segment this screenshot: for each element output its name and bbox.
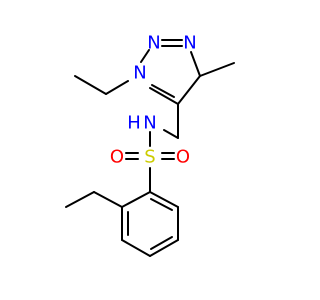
bond-c3-c4: [121, 239, 151, 257]
bond-c6-c1: [149, 191, 179, 208]
bond-ch2-nh: [163, 129, 179, 139]
bond-c4-c5: [177, 75, 201, 105]
bonds: [65, 39, 235, 257]
bond-n3-c4: [190, 51, 201, 77]
bond-c4-c5ar: [149, 239, 179, 257]
bond-ethyl-ch2-ch3: [74, 75, 107, 95]
atom-labels: N N N N H S O O: [110, 33, 197, 168]
bond-c4-c5ar-inner: [150, 236, 173, 250]
bond-c6-c1-inner: [150, 198, 173, 211]
molecule-structure: N N N N H S O O: [65, 33, 235, 257]
atom-h: H: [127, 113, 141, 134]
bond-c2-ethyl-ch2: [93, 191, 123, 208]
bond-c4-methyl: [199, 62, 235, 77]
molecule-canvas: N N N N H S O O: [65, 33, 235, 257]
atom-nh: N: [143, 113, 156, 134]
atom-o-right: O: [176, 147, 190, 168]
bond-c5-n1-b: [151, 84, 175, 98]
atom-n2: N: [147, 33, 160, 54]
atom-n3: N: [183, 33, 196, 54]
bond-n1-n2: [140, 49, 150, 63]
atom-o-left: O: [110, 147, 124, 168]
bond-aryl-ethyl-ch2-ch3: [65, 191, 95, 208]
bond-c1-c2: [121, 191, 151, 208]
bond-n1-ethyl-ch2: [105, 80, 129, 95]
atom-n1: N: [133, 63, 146, 84]
bond-c5-n1-a: [149, 87, 179, 105]
atom-s: S: [144, 147, 155, 168]
